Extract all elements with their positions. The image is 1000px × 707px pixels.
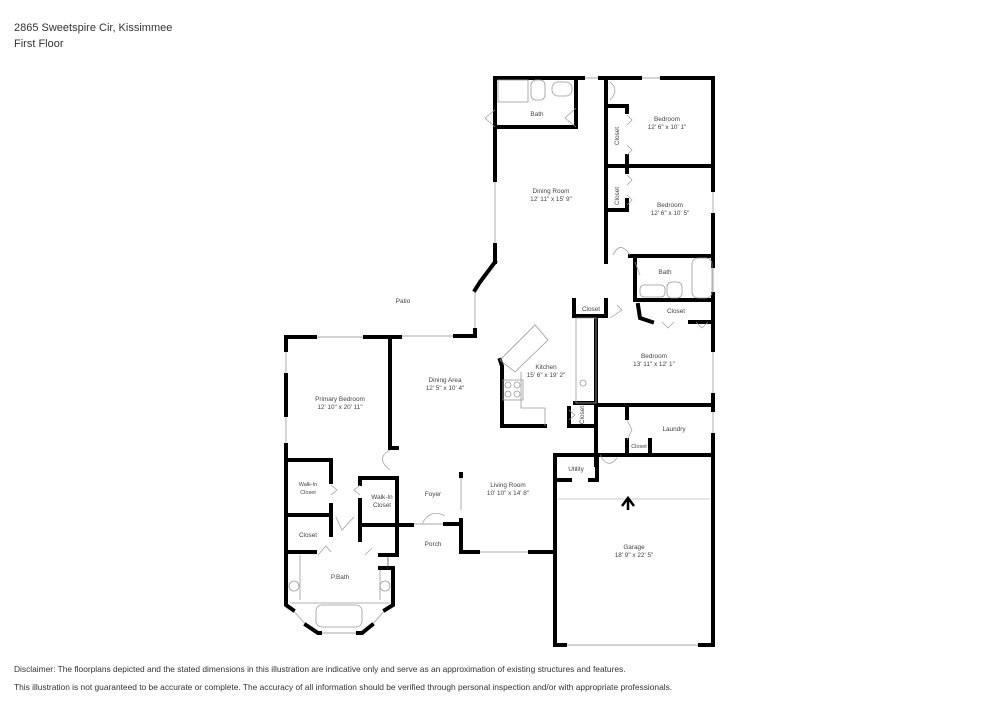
room-garage-dims: 18' 9" x 22' 5"	[615, 552, 654, 559]
room-bath-mid: Bath	[658, 269, 672, 276]
room-dining-area-dims: 12' 5" x 10' 4"	[426, 385, 465, 392]
room-closet-2: Closet	[614, 187, 621, 205]
room-closet-4: Closet	[667, 308, 685, 315]
room-bedroom-3-dims: 13' 11" x 12' 1"	[633, 361, 675, 368]
room-bedroom-2-dims: 12' 6" x 10' 5"	[651, 210, 690, 217]
room-patio: Patio	[396, 298, 411, 305]
fixtures	[288, 79, 713, 628]
room-bedroom-3: Bedroom	[641, 353, 667, 360]
room-kitchen-dims: 15' 6" x 19' 2"	[527, 372, 566, 379]
room-primary-bedroom-dims: 12' 10" x 20' 11"	[317, 404, 362, 411]
disclaimer-line-1: Disclaimer: The floorplans depicted and …	[14, 664, 626, 674]
windows	[285, 77, 714, 646]
room-dining-room-dims: 12' 11" x 15' 9"	[530, 196, 572, 203]
room-walkin-closet-1-line2: Closet	[300, 490, 316, 496]
room-dining-area: Dining Area	[428, 377, 461, 384]
room-kitchen: Kitchen	[535, 364, 557, 371]
room-closet-1: Closet	[614, 127, 621, 145]
disclaimer-line-2: This illustration is not guaranteed to b…	[14, 682, 673, 692]
floor-label: First Floor	[14, 38, 64, 50]
room-bedroom-2: Bedroom	[657, 202, 683, 209]
room-primary-bedroom: Primary Bedroom	[315, 396, 365, 403]
room-walkin-closet-2-line2: Closet	[373, 502, 391, 509]
room-walkin-closet-1: Walk-In	[299, 482, 317, 488]
room-dining-room: Dining Room	[533, 188, 570, 195]
room-bedroom-1-dims: 12' 6" x 10' 1"	[648, 124, 687, 131]
room-labels: Bath Bedroom 12' 6" x 10' 1" Closet Clos…	[299, 111, 690, 581]
room-closet-3: Closet	[582, 306, 600, 313]
room-pbath: P.Bath	[331, 574, 350, 581]
room-living-room: Living Room	[490, 482, 526, 489]
room-walkin-closet-2: Walk-In	[371, 494, 393, 501]
room-porch: Porch	[425, 541, 442, 548]
room-foyer: Foyer	[425, 491, 442, 498]
room-living-room-dims: 10' 10" x 14' 8"	[487, 490, 529, 497]
room-closet-8: Closet	[385, 556, 390, 568]
room-utility: Utility	[568, 466, 584, 473]
room-closet-5: Closet	[579, 406, 586, 424]
property-address: 2865 Sweetspire Cir, Kissimmee	[14, 22, 173, 34]
room-bedroom-1: Bedroom	[654, 116, 680, 123]
room-garage: Garage	[623, 544, 645, 551]
room-laundry: Laundry	[662, 426, 686, 433]
room-bath-top: Bath	[530, 111, 544, 118]
room-closet-6: Closet	[631, 444, 647, 450]
room-closet-7: Closet	[299, 532, 317, 539]
